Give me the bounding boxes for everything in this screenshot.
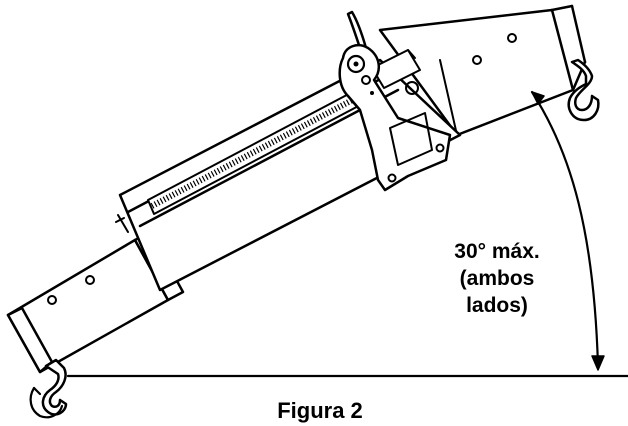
figure-caption: Figura 2 [277, 398, 363, 423]
angle-annotation-line-1: 30° máx. [454, 240, 540, 263]
angle-arrow-icon [530, 90, 605, 371]
angle-annotation-line-2: (ambos [459, 267, 535, 290]
angle-annotation: 30° máx. (ambos lados) [432, 238, 562, 319]
release-lever [338, 10, 452, 192]
left-hook-icon [29, 358, 68, 419]
top-rail [371, 49, 421, 89]
outer-beam [378, 4, 587, 137]
right-hook-icon [567, 58, 600, 122]
angle-annotation-line-3: lados) [466, 294, 528, 317]
